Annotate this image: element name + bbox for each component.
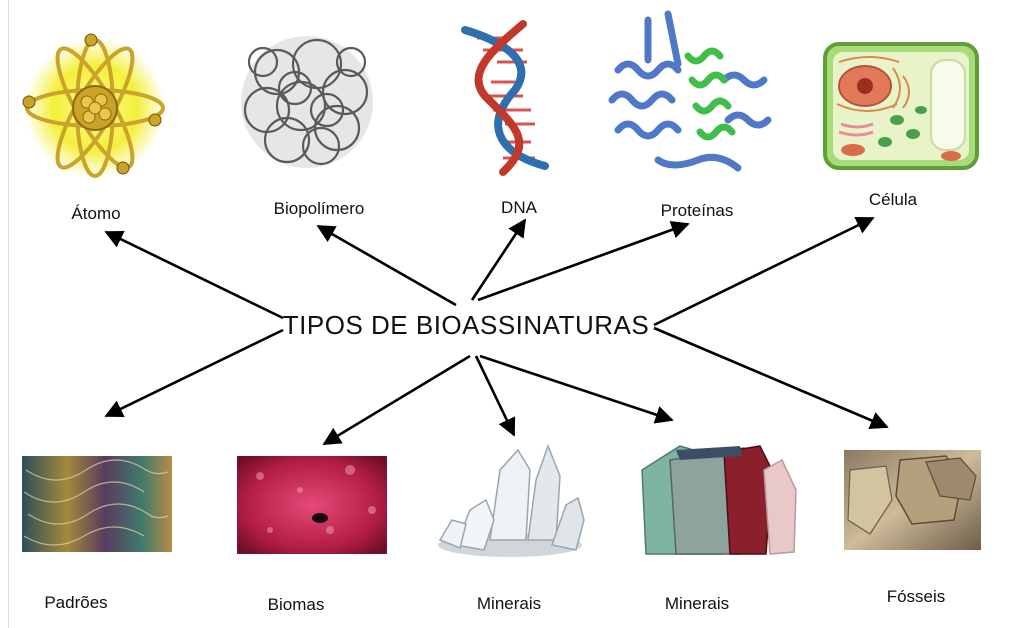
patterns-image: [22, 456, 172, 552]
label-minerais-1: Minerais: [476, 594, 542, 613]
page-edge: [8, 0, 9, 628]
arrow-to-proteinas: [477, 221, 690, 302]
fossils-image: [844, 450, 981, 550]
dna-helix-icon: [461, 20, 549, 176]
label-celula: Célula: [868, 190, 918, 209]
label-biomas: Biomas: [267, 595, 325, 614]
arrow-to-minerais-1: [474, 355, 516, 437]
arrow-to-atomo: [104, 230, 284, 320]
quartz-crystal-image: [438, 443, 585, 557]
biomes-image: [237, 456, 387, 554]
arrows: [104, 216, 889, 446]
atom-icon: [22, 33, 165, 178]
protein-structure-icon: [608, 10, 772, 172]
label-padroes: Padrões: [44, 593, 108, 612]
arrow-to-celula: [653, 216, 875, 327]
label-fosseis: Fósseis: [886, 587, 946, 606]
label-dna: DNA: [501, 198, 537, 217]
biopolymer-icon: [241, 36, 373, 168]
label-atomo: Átomo: [71, 204, 121, 223]
center-title: TIPOS DE BIOASSINATURAS: [282, 310, 650, 340]
arrow-to-biomas: [322, 354, 471, 446]
label-proteinas: Proteínas: [660, 201, 734, 220]
label-minerais-2: Minerais: [664, 594, 730, 613]
arrow-to-fosseis: [653, 326, 889, 429]
arrow-to-biopolimero: [316, 224, 457, 307]
arrow-to-dna: [470, 218, 527, 301]
label-biopolimero: Biopolímero: [273, 199, 365, 218]
arrow-to-minerais-2: [479, 354, 674, 424]
mineral-rocks-image: [641, 445, 797, 555]
cell-icon: [823, 42, 979, 170]
arrow-to-padroes: [104, 328, 284, 418]
